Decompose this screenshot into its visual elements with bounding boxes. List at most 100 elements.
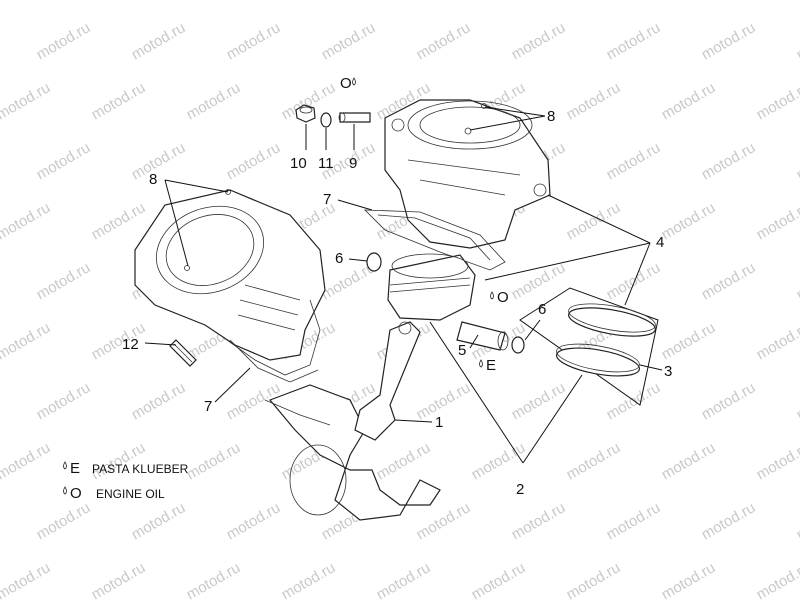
watermark-text: motod.ru [699,379,759,423]
cylinder-base-gasket-lower [219,299,321,383]
watermark-text: motod.ru [0,0,53,3]
drop-icon [63,486,67,495]
cylinder-lower [134,189,326,361]
watermark-text: motod.ru [659,319,719,363]
watermark-text: motod.ru [89,319,149,363]
watermark-text: motod.ru [754,559,800,600]
watermark-text: motod.ru [754,199,800,243]
watermark-text: motod.ru [0,319,53,363]
watermark-text: motod.ru [659,199,719,243]
watermark-text: motod.ru [469,559,529,600]
drop-icon [352,77,356,86]
watermark-text: motod.ru [414,379,474,423]
legend-label-klueber: PASTA KLUEBER [92,462,189,476]
watermark-text: motod.ru [754,0,800,3]
connecting-rod [354,321,421,441]
drop-icon [63,461,67,470]
watermark-text: motod.ru [34,499,94,543]
watermark-text: motod.ru [34,379,94,423]
callout-8-left: 8 [149,171,157,188]
watermark-text: motod.ru [469,0,529,3]
watermark-text: motod.ru [414,19,474,63]
legend: E PASTA KLUEBER O ENGINE OIL [63,460,189,502]
watermark-text: motod.ru [34,139,94,183]
watermark-text: motod.ru [604,19,664,63]
watermark-text: motod.ru [129,499,189,543]
callout-11: 11 [318,155,334,172]
callout-3: 3 [664,363,672,380]
watermark-text: motod.ru [129,19,189,63]
leader-lines [144,106,663,464]
callout-7-lower: 7 [204,398,212,415]
watermark-text: motod.ru [564,199,624,243]
watermark-text: motod.ru [34,259,94,303]
callout-5: 5 [458,342,466,359]
watermark-text: motod.ru [89,199,149,243]
callout-4: 4 [656,234,664,251]
watermark-text: motod.ru [224,19,284,63]
watermark-text: motod.ru [0,79,53,123]
drop-icon [490,291,494,300]
watermark-text: motod.ru [184,439,244,483]
callout-10: 10 [290,155,307,172]
circlip-left [366,252,382,272]
callout-1: 1 [435,414,443,431]
watermark-text: motod.ru [184,559,244,600]
watermark-text: motod.ru [0,439,53,483]
oil-jet [338,112,371,123]
watermark-text: motod.ru [604,499,664,543]
callout-9: 9 [349,155,357,172]
piston [387,253,476,321]
watermark-text: motod.ru [754,439,800,483]
watermark-text: motod.ru [279,559,339,600]
watermark-text: motod.ru [604,259,664,303]
piston-pin [456,321,509,351]
circlip-right [511,336,525,354]
watermark-text: motod.ru [374,559,434,600]
watermark-text: motod.ru [604,139,664,183]
legend-symbol-oil: O [70,485,82,502]
watermark-text: motod.ru [794,379,800,423]
piston-rings-set [519,287,659,406]
watermark-text: motod.ru [794,139,800,183]
watermark-text: motod.ru [0,559,53,600]
watermark-text: motod.ru [754,319,800,363]
watermark-text: motod.ru [794,19,800,63]
watermark-text: motod.ru [659,0,719,3]
watermark-text: motod.ru [564,439,624,483]
callout-2: 2 [516,481,524,498]
watermark-text: motod.ru [129,379,189,423]
watermark-text: motod.ru [659,79,719,123]
cylinder-base-gasket-upper [363,209,506,271]
watermark-text: motod.ru [699,139,759,183]
watermark-text: motod.ru [509,499,569,543]
watermark-text: motod.ru [699,499,759,543]
watermark-text: motod.ru [564,559,624,600]
watermark-text: motod.ru [659,439,719,483]
watermark-text: motod.ru [34,19,94,63]
watermark-text: motod.ru [564,79,624,123]
oil-symbol-mid: O [497,289,509,306]
watermark-text: motod.ru [184,0,244,3]
watermark-text: motod.ru [794,499,800,543]
watermark-text: motod.ru [659,559,719,600]
watermark-text: motod.ru [89,0,149,3]
watermark-text: motod.ru [184,79,244,123]
legend-symbol-klueber: E [70,460,80,477]
watermark-text: motod.ru [129,139,189,183]
watermark-text: motod.ru [794,259,800,303]
lubrication-markers: O O E [340,75,509,374]
watermark-text: motod.ru [469,439,529,483]
watermark-text: motod.ru [374,0,434,3]
cylinder-upper [384,99,551,249]
legend-label-oil: ENGINE OIL [96,487,165,501]
klueber-symbol-mid: E [486,357,496,374]
stud-bolt [169,339,197,367]
watermark-text: motod.ru [279,0,339,3]
callout-6-left: 6 [335,250,343,267]
sealing-washer [320,112,332,128]
watermark-text: motod.ru [89,559,149,600]
callout-12: 12 [122,336,139,353]
callout-6-right: 6 [538,301,546,318]
